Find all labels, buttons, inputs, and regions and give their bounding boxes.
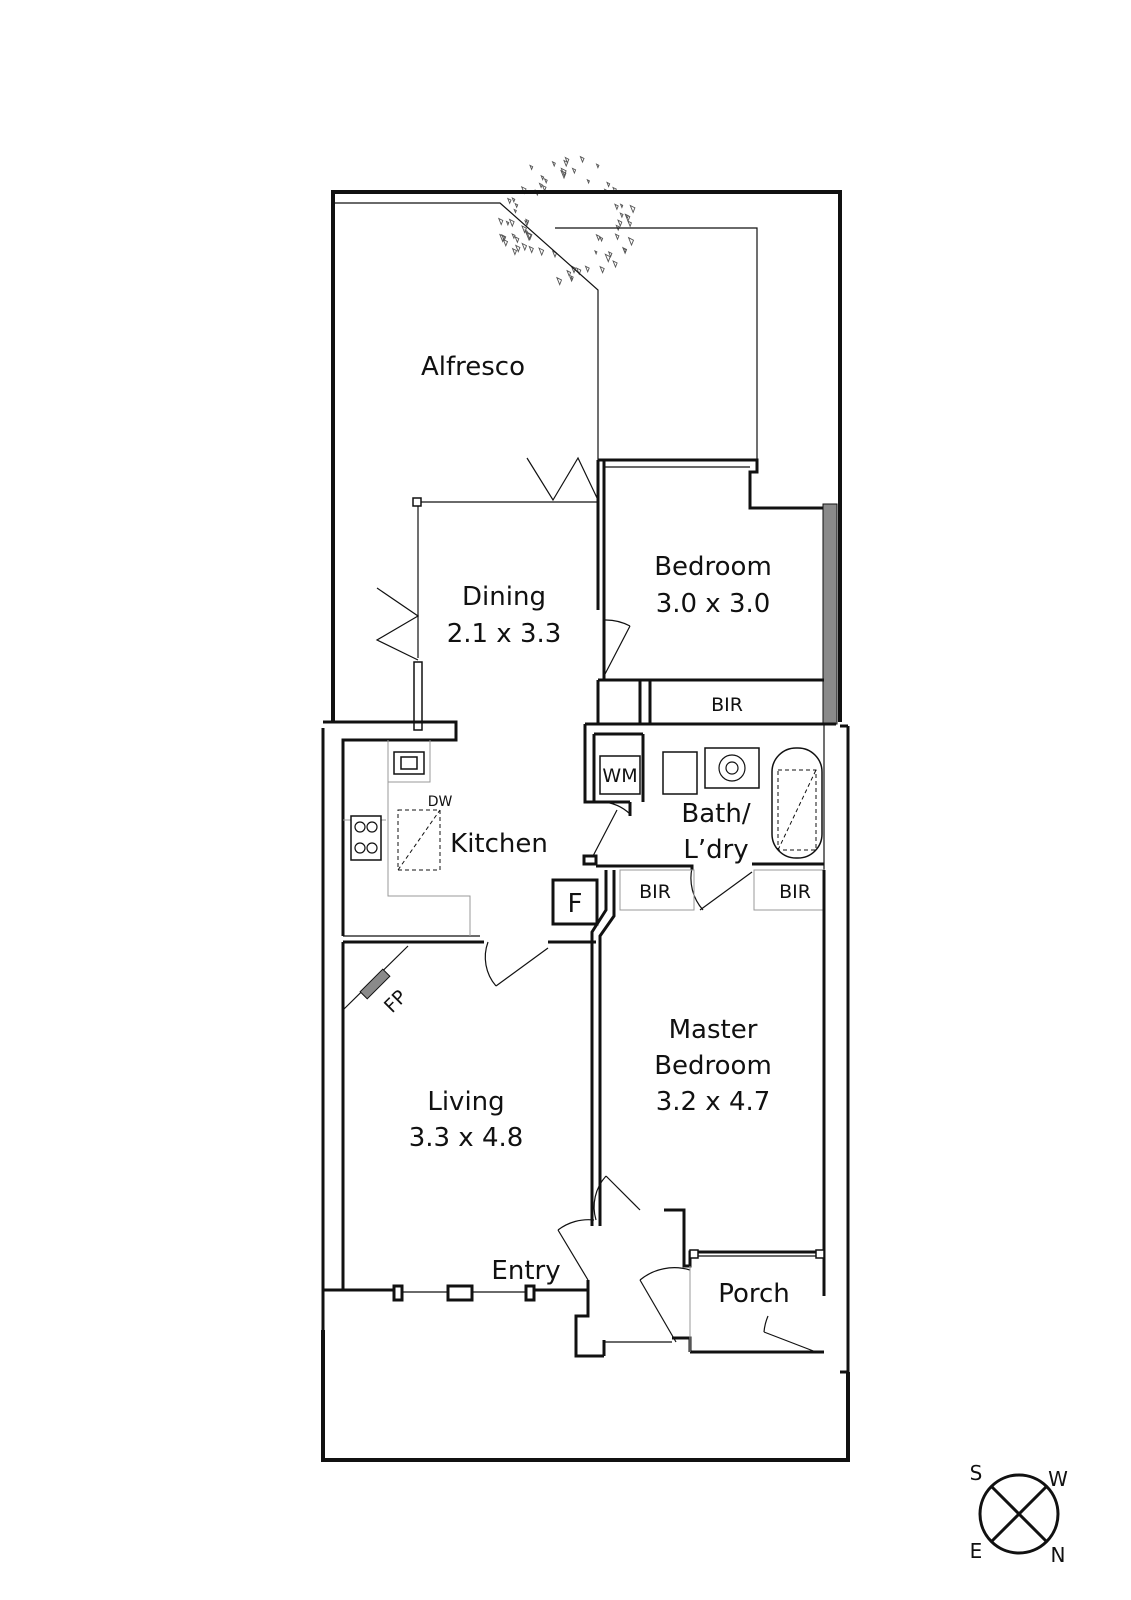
dishwasher-label: DW	[428, 794, 453, 810]
tree-leaf	[511, 247, 518, 256]
tree-leaf	[499, 233, 506, 243]
tree-leaf	[540, 174, 545, 181]
tree-leaf	[526, 231, 533, 241]
tree-leaf	[529, 164, 534, 171]
tree-leaf	[612, 260, 618, 269]
tree-leaf	[566, 269, 572, 278]
compass-east: E	[970, 1539, 983, 1563]
tree-leaf	[506, 197, 512, 205]
tree-leaf	[617, 219, 623, 228]
porch-label: Porch	[718, 1279, 790, 1309]
tree-leaf	[614, 233, 620, 241]
fireplace-label: FP	[380, 986, 411, 1017]
alfresco-label: Alfresco	[421, 352, 525, 382]
tree-leaf	[595, 233, 601, 242]
tree-leaf	[606, 181, 611, 188]
entry-porch-walls	[323, 1219, 824, 1358]
tree-leaf	[579, 155, 585, 164]
tree-canopy	[497, 155, 636, 286]
tree-leaf	[619, 212, 624, 219]
tree-leaf	[619, 203, 624, 209]
tree-leaf	[551, 160, 556, 168]
kitchen-label: Kitchen	[450, 829, 548, 859]
pergola-outline	[333, 202, 758, 500]
tree-leaf	[622, 247, 627, 254]
master-bedroom-walls	[593, 870, 826, 1296]
dining-walls	[375, 456, 606, 731]
tree-leaf	[501, 233, 507, 242]
tree-leaf	[614, 203, 619, 211]
compass: S W E N	[970, 1461, 1068, 1567]
tree-leaf	[624, 213, 629, 220]
living-size: 3.3 x 4.8	[409, 1123, 524, 1153]
bedroom-bir-label: BIR	[711, 694, 743, 716]
tree-leaf	[514, 244, 521, 253]
tree-leaf	[524, 219, 529, 227]
tree-leaf	[505, 220, 510, 227]
tree-leaf	[541, 184, 547, 192]
tree-leaf	[525, 231, 532, 242]
tree-leaf	[599, 236, 604, 243]
tree-leaf	[584, 265, 590, 274]
tree-leaf	[563, 159, 569, 168]
tree-leaf	[514, 202, 519, 209]
bedroom-label: Bedroom	[654, 552, 772, 582]
tree-leaf	[575, 267, 582, 276]
tree-leaf	[595, 163, 600, 169]
tree-leaf	[497, 217, 504, 226]
master-bir-right-label: BIR	[779, 881, 811, 903]
master-bir-left-label: BIR	[639, 881, 671, 903]
fridge-label: F	[568, 889, 583, 919]
master-bedroom-size: 3.2 x 4.7	[656, 1087, 771, 1117]
tree-leaf	[556, 276, 563, 286]
master-bedroom-label-line1: Master	[669, 1015, 758, 1045]
fridge-cabinet	[551, 870, 616, 1226]
living-label: Living	[427, 1087, 504, 1117]
tree-leaf	[521, 242, 528, 252]
dining-size: 2.1 x 3.3	[447, 619, 562, 649]
tree-leaf	[543, 177, 548, 185]
tree-leaf	[521, 225, 527, 234]
tree-leaf	[594, 249, 598, 256]
bedroom-size: 3.0 x 3.0	[656, 589, 771, 619]
tree-leaf	[528, 245, 534, 254]
tree-leaf	[564, 156, 570, 165]
compass-west: W	[1048, 1467, 1068, 1491]
bath-laundry-label-line2: L’dry	[683, 835, 748, 865]
bath-laundry-walls	[582, 722, 836, 911]
dining-label: Dining	[462, 582, 546, 612]
tree-leaf	[560, 167, 567, 177]
tree-leaf	[538, 247, 545, 257]
tree-leaf	[586, 178, 590, 185]
kitchen-walls	[323, 720, 480, 937]
tree-leaf	[604, 253, 611, 263]
washing-machine-label: WM	[602, 765, 637, 787]
compass-north: N	[1051, 1543, 1066, 1567]
tree-leaf	[560, 169, 567, 180]
tree-leaf	[513, 208, 517, 214]
bedroom-walls	[596, 458, 838, 725]
compass-circle-icon	[978, 1473, 1060, 1555]
living-walls	[341, 940, 596, 1290]
boundary-walls	[321, 190, 850, 1462]
tree-leaf	[570, 265, 577, 274]
tree-leaf	[508, 218, 515, 228]
bath-laundry-label-line1: Bath/	[681, 799, 750, 829]
tree-leaf	[629, 204, 636, 214]
tree-leaf	[571, 167, 577, 175]
tree-leaf	[627, 236, 635, 247]
tree-leaf	[607, 250, 613, 258]
tree-leaf	[502, 238, 509, 248]
tree-leaf	[538, 182, 543, 189]
entry-label: Entry	[491, 1256, 560, 1286]
tree-leaf	[514, 235, 520, 244]
tree-leaf	[569, 276, 574, 283]
compass-south: S	[970, 1461, 983, 1485]
tree-leaf	[599, 265, 605, 274]
tree-leaf	[627, 220, 632, 228]
tree-leaf	[511, 233, 516, 240]
master-bedroom-label-line2: Bedroom	[654, 1051, 772, 1081]
tree-leaf	[511, 197, 516, 204]
